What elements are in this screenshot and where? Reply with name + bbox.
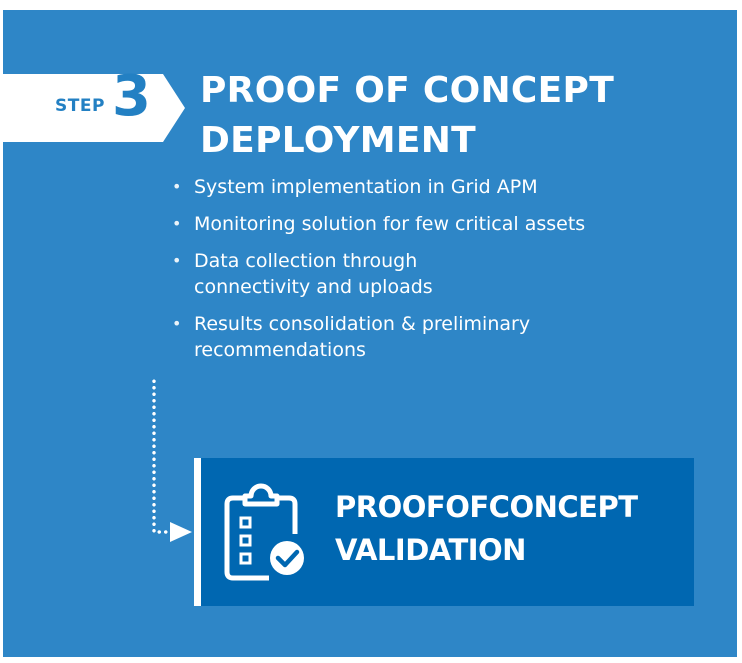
- arrow-head-icon: [170, 522, 192, 542]
- list-item-text-continued: recommendations: [194, 339, 366, 361]
- list-item-text: System implementation in Grid APM: [194, 176, 538, 198]
- step-badge-shape: [3, 74, 185, 142]
- list-item-text: Monitoring solution for few critical ass…: [194, 213, 586, 235]
- list-item: Monitoring solution for few critical ass…: [168, 211, 688, 237]
- title-line-2: DEPLOYMENT: [200, 120, 477, 161]
- step-badge: [3, 74, 185, 142]
- dotted-connector-vertical: [152, 378, 156, 534]
- validation-box: PROOFOFCONCEPT VALIDATION: [194, 458, 694, 606]
- list-item: Results consolidation & preliminary recom…: [168, 311, 688, 363]
- list-item-text: Results consolidation & preliminary: [194, 313, 531, 335]
- validation-title-line-2: VALIDATION: [335, 533, 526, 567]
- list-item-text-continued: connectivity and uploads: [194, 276, 433, 298]
- page-title: PROOF OF CONCEPT DEPLOYMENT: [200, 66, 614, 166]
- list-item: Data collection through connectivity and …: [168, 248, 688, 300]
- step-label: STEP: [55, 96, 105, 116]
- list-item-text: Data collection through: [194, 250, 418, 272]
- step-number: 3: [112, 64, 151, 129]
- title-line-1: PROOF OF CONCEPT: [200, 70, 615, 111]
- clipboard-check-icon: [224, 483, 304, 581]
- list-item: System implementation in Grid APM: [168, 174, 688, 200]
- validation-title: PROOFOFCONCEPT VALIDATION: [335, 486, 638, 572]
- bullet-list: System implementation in Grid APM Monito…: [168, 174, 688, 374]
- validation-title-line-1: PROOFOFCONCEPT: [335, 490, 638, 524]
- dotted-connector-horizontal: [156, 530, 176, 534]
